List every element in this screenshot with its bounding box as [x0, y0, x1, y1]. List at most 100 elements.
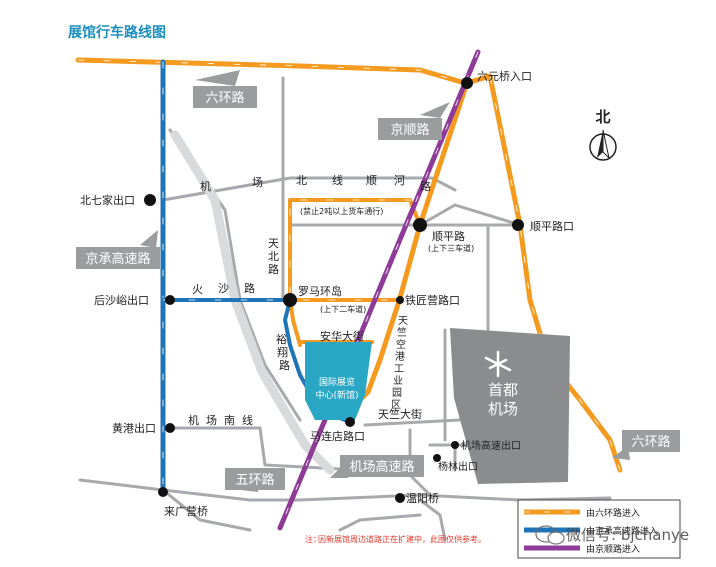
svg-text:六环路: 六环路 [205, 90, 244, 106]
legend-jingcheng: 由京承高速路进入 [586, 525, 658, 537]
svg-text:京承高速路: 京承高速路 [85, 251, 150, 267]
svg-text:五环路: 五环路 [235, 472, 274, 488]
label-beiqijia: 北七家出口 [80, 193, 135, 207]
road-name-tianzhu-park: 天 竺 空 港 工 业 园 区 [391, 316, 408, 411]
label-yanglin: 杨林出口 [438, 460, 478, 473]
svg-text:六环路: 六环路 [631, 434, 670, 450]
svg-text:裕: 裕 [276, 333, 287, 346]
junction-shunpinglukou [512, 219, 524, 231]
legend-jingshun: 由京顺路进入 [586, 543, 640, 555]
label-jichang-exp-exit: 机场高速出口 [461, 439, 521, 452]
airport-label-1: 首都 [488, 381, 518, 399]
svg-text:业: 业 [393, 375, 403, 387]
road-tag-jingshun: 京顺路 [378, 102, 450, 140]
junction-yanglin [433, 454, 441, 462]
junction-laiguangying [158, 487, 168, 497]
junction-wenyang [395, 493, 405, 503]
venue-label-2: 中心(新馆) [315, 389, 358, 401]
svg-text:路: 路 [244, 282, 255, 295]
junction-houshayu [165, 295, 175, 305]
airport-expressway-band [170, 130, 335, 475]
label-tiejiangying: 铁匠营路口 [405, 293, 460, 307]
svg-text:火: 火 [192, 283, 203, 296]
label-laiguangying: 来广营桥 [164, 504, 208, 518]
svg-text:场: 场 [206, 413, 217, 427]
legend-sixth-ring: 由六环路进入 [586, 507, 640, 519]
road-tag-fifth-ring: 五环路 [225, 468, 285, 492]
venue-label-1: 国际展览 [319, 376, 355, 388]
junction-shunping [413, 218, 427, 232]
svg-text:空: 空 [396, 338, 406, 351]
note-text: 因新展馆周边道路正在扩建中，此图仅供参考。 [318, 534, 486, 544]
svg-text:路: 路 [279, 359, 290, 372]
north-label: 北 [595, 108, 610, 126]
label-luoma: 罗马环岛 [298, 284, 342, 298]
label-wenyang: 温阳桥 [406, 492, 439, 505]
label-shunpinglu-exit: 顺平路口 [530, 220, 574, 233]
svg-text:京顺路: 京顺路 [390, 122, 429, 138]
junction-liuyuanqiao [461, 77, 473, 89]
label-tianzhu-street: 天竺大街 [378, 407, 422, 421]
road-tag-jingcheng: 京承高速路 [76, 230, 160, 269]
jichang-north-note: (禁止2吨以上货车通行) [300, 206, 383, 216]
label-shunpinglu: 顺平路 [432, 230, 465, 243]
svg-text:翔: 翔 [277, 345, 288, 359]
venue-block: 国际展览 中心(新馆) [305, 342, 372, 420]
svg-text:线: 线 [242, 413, 253, 427]
airplane-icon [484, 350, 512, 378]
junction-beiqijia [144, 194, 156, 206]
svg-text:北: 北 [268, 250, 279, 263]
svg-text:港: 港 [395, 351, 405, 363]
road-tag-airport-expressway: 机场高速路 [330, 455, 424, 478]
note-prefix: 注： [305, 534, 321, 544]
svg-text:天: 天 [398, 316, 408, 327]
svg-text:工: 工 [394, 364, 404, 375]
junctions [144, 77, 524, 503]
road-name-tianbei: 天 北 路 [268, 237, 279, 276]
svg-text:区: 区 [391, 399, 401, 411]
road-name-jichang-north: 机 场 北 线 顺 河 路 (禁止2吨以上货车通行) [200, 173, 431, 216]
road-name-huosha: 火 沙 路 [192, 282, 255, 296]
svg-text:顺: 顺 [366, 174, 377, 187]
svg-text:竺: 竺 [397, 326, 407, 339]
svg-text:北: 北 [296, 174, 307, 187]
junction-tiejiangying [396, 296, 404, 304]
label-anhua: 安华大街 [320, 329, 364, 343]
svg-text:机场高速路: 机场高速路 [349, 459, 414, 475]
road-name-yuxiang: 裕 翔 路 [276, 333, 290, 372]
jingshun-route [277, 49, 481, 531]
svg-text:河: 河 [394, 174, 405, 187]
airport-block: 首都 机场 [450, 328, 570, 484]
svg-text:天: 天 [268, 237, 279, 250]
svg-text:机: 机 [188, 413, 199, 427]
label-liuyuanqiao: 六元桥入口 [477, 70, 532, 83]
road-tag-sixth-ring-top: 六环路 [193, 70, 257, 108]
north-arrow-icon: 北 [589, 108, 617, 161]
svg-text:路: 路 [420, 180, 431, 193]
svg-text:园: 园 [392, 387, 402, 399]
label-luoma-sub: (上下二车道) [320, 304, 366, 314]
place-labels: 六元桥入口 北七家出口 顺平路 (上下三车道) 顺平路口 后沙峪出口 罗马环岛 … [80, 70, 574, 518]
watermark: 微信号: bjchanye [535, 525, 689, 545]
label-shunpinglu-sub: (上下三车道) [428, 243, 474, 253]
watermark-text: 微信号: bjchanye [566, 526, 689, 544]
label-malian: 马连店路口 [310, 429, 365, 443]
label-huanggang: 黄港出口 [112, 421, 156, 435]
junction-jichang-exp [451, 441, 459, 449]
junction-huanggang [165, 423, 175, 433]
road-name-jichang-south: 机 场 南 线 [188, 413, 253, 427]
junction-luoma [283, 293, 297, 307]
svg-text:线: 线 [332, 173, 343, 187]
label-houshayu: 后沙峪出口 [94, 293, 149, 307]
junction-malian [345, 417, 355, 427]
legend: 由六环路进入 由京承高速路进入 由京顺路进入 [517, 499, 681, 559]
svg-text:南: 南 [224, 414, 235, 427]
road-tag-sixth-ring-right: 六环路 [612, 430, 680, 460]
svg-text:机: 机 [200, 179, 211, 193]
note: 注： 因新展馆周边道路正在扩建中，此图仅供参考。 [305, 534, 486, 544]
map-title: 展馆行车路线图 [68, 24, 166, 41]
svg-text:场: 场 [252, 175, 263, 189]
airport-label-2: 机场 [488, 400, 518, 418]
svg-text:沙: 沙 [218, 282, 229, 295]
